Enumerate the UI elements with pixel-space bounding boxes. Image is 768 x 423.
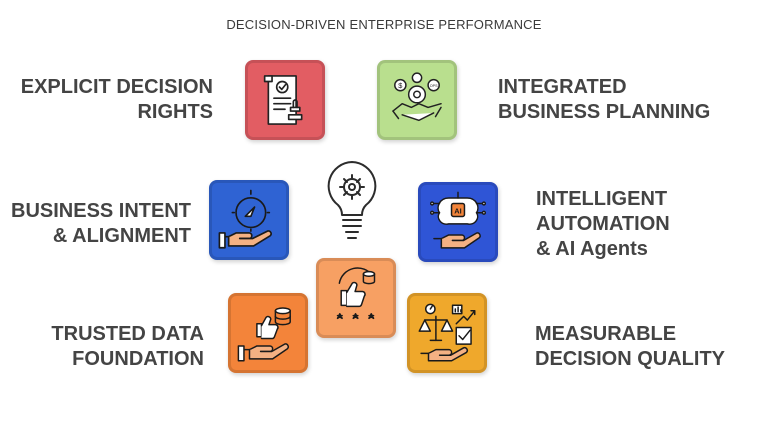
label-line: TRUSTED DATA: [51, 323, 204, 345]
thumbs-up-stars-icon: [336, 267, 376, 320]
label-measurable-decision-quality: MEASURABLE DECISION QUALITY: [535, 322, 725, 372]
svg-text:$: $: [398, 81, 402, 90]
label-line: BUSINESS INTENT: [11, 200, 192, 222]
label-line: DECISION QUALITY: [535, 348, 726, 370]
label-line: FOUNDATION: [72, 348, 204, 370]
label-line: AUTOMATION: [536, 213, 670, 235]
ai-chip-label: AI: [454, 207, 461, 216]
handshake-gears-icon: $ OPS: [392, 72, 442, 122]
integrated-planning-tile: $ OPS: [377, 60, 457, 140]
label-line: RIGHTS: [137, 101, 213, 123]
label-business-intent-alignment: BUSINESS INTENT & ALIGNMENT: [11, 199, 191, 249]
business-intent-tile: [209, 180, 289, 260]
label-line: INTELLIGENT: [536, 188, 668, 210]
label-line: EXPLICIT DECISION: [20, 76, 213, 98]
thumbs-up-stars-tile: [316, 258, 396, 338]
label-line: & AI Agents: [536, 238, 648, 260]
data-thumbs-up-hand-icon: [237, 307, 291, 362]
label-integrated-business-planning: INTEGRATED BUSINESS PLANNING: [498, 75, 710, 125]
svg-text:OPS: OPS: [430, 84, 438, 88]
page-title: DECISION-DRIVEN ENTERPRISE PERFORMANCE: [226, 17, 542, 32]
ai-brain-hand-icon: AI: [429, 191, 487, 249]
label-line: & ALIGNMENT: [52, 225, 192, 247]
decision-rights-document-icon: [263, 75, 303, 125]
lightbulb-gear-icon: [327, 161, 377, 239]
measurable-quality-tile: [407, 293, 487, 373]
intelligent-automation-tile: AI: [418, 182, 498, 262]
compass-hand-icon: [218, 189, 272, 249]
trusted-data-tile: [228, 293, 308, 373]
label-trusted-data-foundation: TRUSTED DATA FOUNDATION: [51, 322, 204, 372]
label-line: BUSINESS PLANNING: [498, 101, 711, 123]
decision-rights-tile: [245, 60, 325, 140]
label-explicit-decision-rights: EXPLICIT DECISION RIGHTS: [21, 75, 213, 125]
scales-checklist-icon: [418, 303, 476, 362]
label-line: MEASURABLE: [535, 323, 677, 345]
center-lightbulb: [320, 158, 384, 244]
label-intelligent-automation: INTELLIGENT AUTOMATION & AI Agents: [536, 187, 670, 262]
label-line: INTEGRATED: [498, 76, 627, 98]
